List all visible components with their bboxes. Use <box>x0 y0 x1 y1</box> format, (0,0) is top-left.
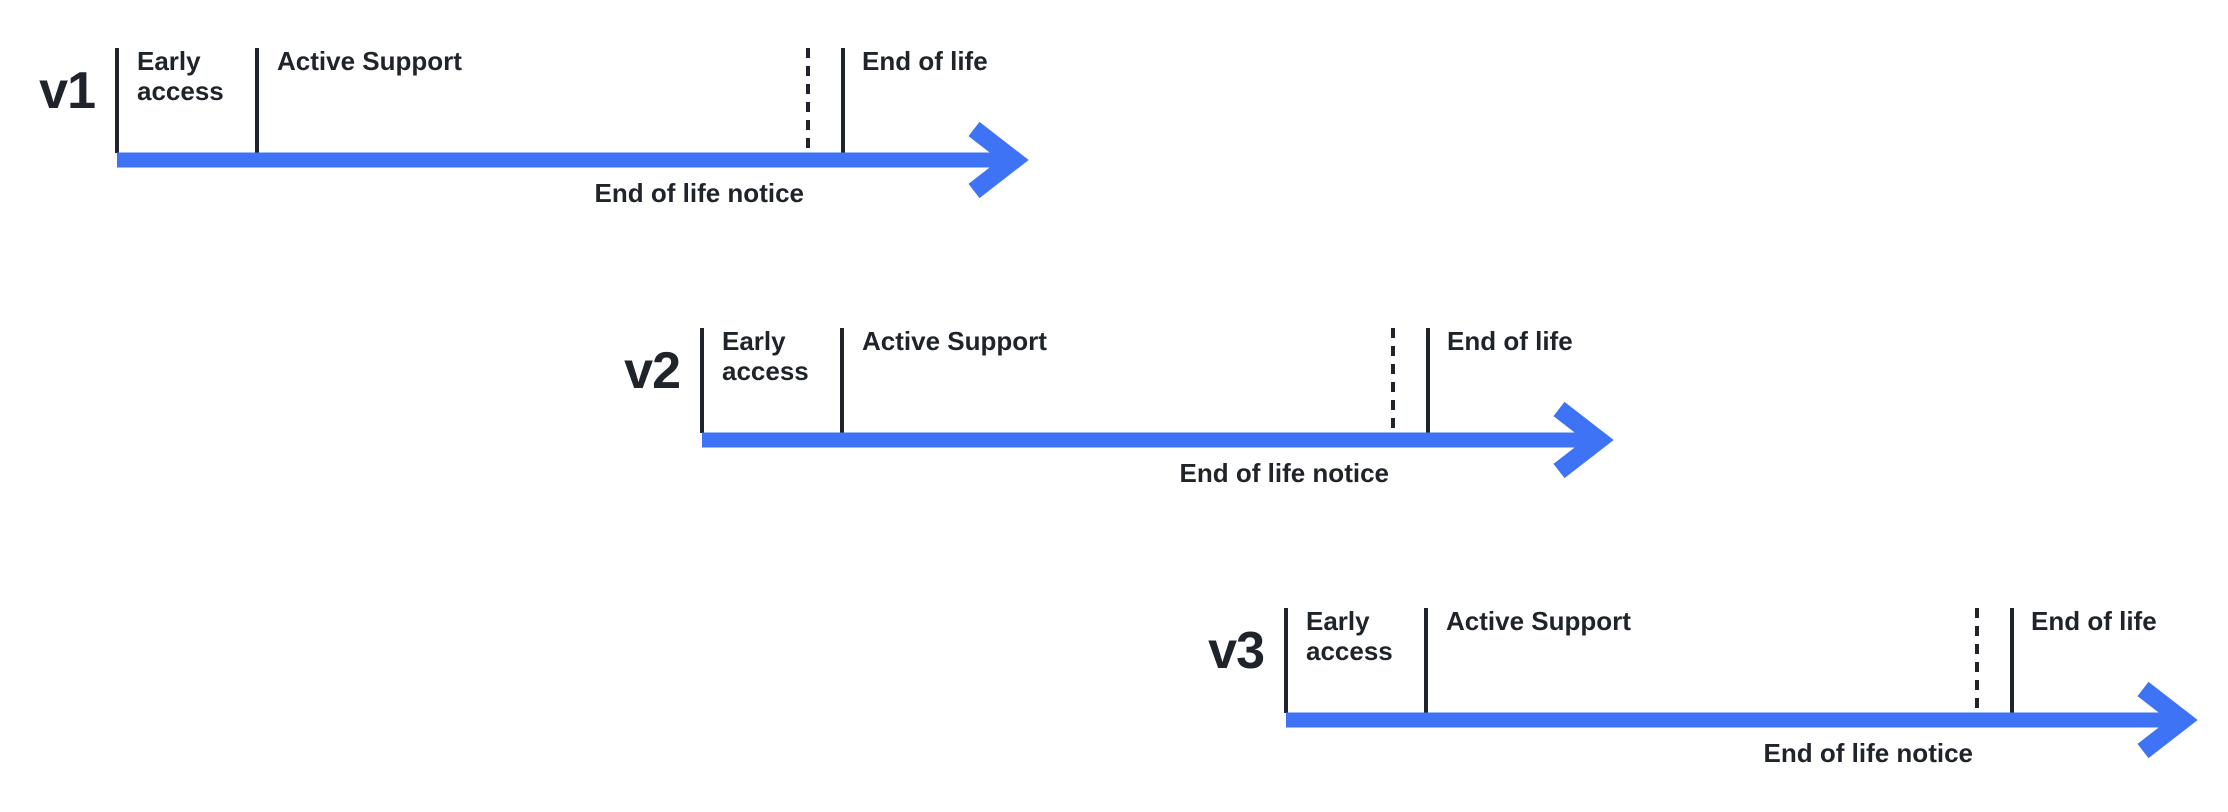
timeline-arrow-icon <box>117 121 1029 199</box>
end-of-life-notice-dashed-line <box>1391 328 1395 433</box>
active-support-start-tick <box>840 328 844 433</box>
early-access-start-tick <box>700 328 704 433</box>
version-label: v2 <box>624 342 681 400</box>
timeline-arrow-icon <box>1286 681 2198 759</box>
end-of-life-tick <box>841 48 845 153</box>
active-support-label: Active Support <box>862 326 1047 356</box>
end-of-life-notice-dashed-line <box>1975 608 1979 713</box>
arrow-head-icon <box>1553 401 1614 479</box>
timeline-v2: v2 Early access Active Support End of li… <box>624 326 1642 503</box>
timeline-arrow-icon <box>702 401 1614 479</box>
arrow-head-icon <box>968 121 1029 199</box>
version-label: v3 <box>1208 622 1265 680</box>
early-access-label: Early access <box>1306 606 1393 666</box>
end-of-life-notice-dashed-line <box>806 48 810 153</box>
timeline-v3: v3 Early access Active Support End of li… <box>1208 606 2226 783</box>
active-support-start-tick <box>1424 608 1428 713</box>
active-support-label: Active Support <box>277 46 462 76</box>
active-support-label: Active Support <box>1446 606 1631 636</box>
early-access-start-tick <box>115 48 119 153</box>
end-of-life-notice-label: End of life notice <box>1763 738 1973 768</box>
end-of-life-notice-label: End of life notice <box>1179 458 1389 488</box>
end-of-life-label: End of life <box>862 46 988 76</box>
end-of-life-label: End of life <box>1447 326 1573 356</box>
end-of-life-notice-label: End of life notice <box>594 178 804 208</box>
active-support-start-tick <box>255 48 259 153</box>
early-access-label: Early access <box>137 46 224 106</box>
timeline-v1: v1 Early access Active Support End of li… <box>39 46 1057 223</box>
early-access-start-tick <box>1284 608 1288 713</box>
end-of-life-tick <box>2010 608 2014 713</box>
end-of-life-label: End of life <box>2031 606 2157 636</box>
end-of-life-tick <box>1426 328 1430 433</box>
version-label: v1 <box>39 62 96 120</box>
arrow-head-icon <box>2137 681 2198 759</box>
early-access-label: Early access <box>722 326 809 386</box>
